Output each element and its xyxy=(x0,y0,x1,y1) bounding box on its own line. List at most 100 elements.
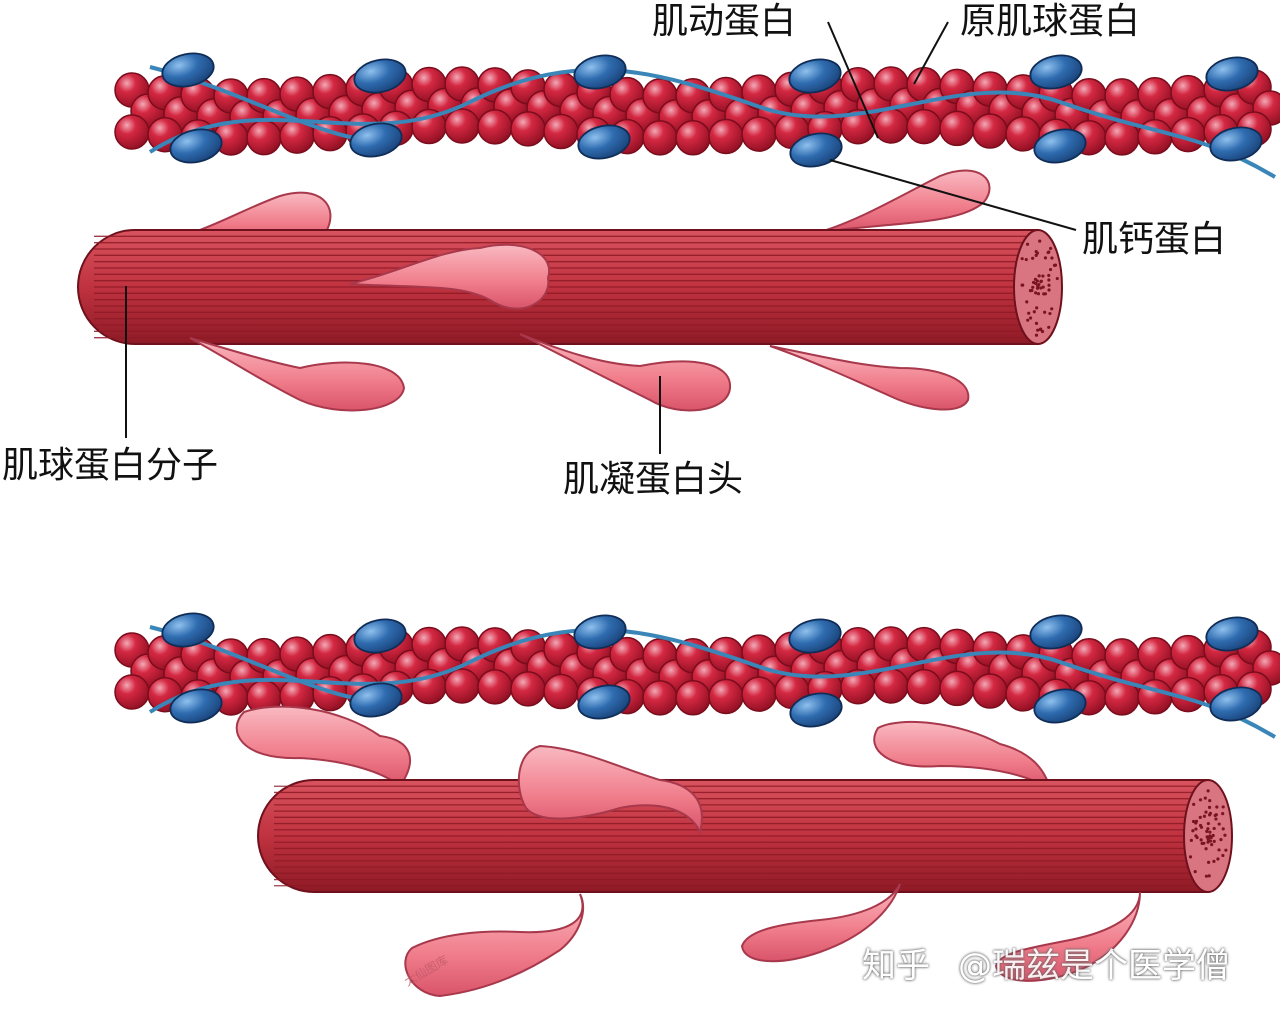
cap-texture xyxy=(1031,286,1034,289)
cap-texture xyxy=(1044,256,1047,259)
cap-texture xyxy=(1040,280,1043,283)
actin-bead xyxy=(973,114,1007,148)
actin-bead xyxy=(742,677,776,711)
actin-bead xyxy=(907,670,941,704)
cap-texture xyxy=(1039,328,1042,331)
cap-texture xyxy=(1041,274,1044,277)
actin-bead xyxy=(511,672,545,706)
actin-bead xyxy=(973,674,1007,708)
cap-texture xyxy=(1192,803,1195,806)
cap-texture xyxy=(1194,821,1197,824)
cap-texture xyxy=(1216,857,1219,860)
cap-texture xyxy=(1207,789,1210,792)
cap-texture xyxy=(1189,855,1192,858)
cap-texture xyxy=(1054,264,1057,267)
cap-texture xyxy=(1035,306,1038,309)
cap-texture xyxy=(1214,817,1217,820)
cap-texture xyxy=(1224,849,1227,852)
myosin-head xyxy=(237,707,410,786)
cap-texture xyxy=(1208,806,1211,809)
cap-texture xyxy=(1039,286,1042,289)
label-troponin: 肌钙蛋白 xyxy=(1082,222,1226,258)
cap-texture xyxy=(1200,826,1203,829)
cap-texture xyxy=(1029,316,1032,319)
actin-bead xyxy=(874,109,908,143)
cap-texture xyxy=(1215,805,1218,808)
cap-texture xyxy=(1047,326,1050,329)
cap-texture xyxy=(1035,322,1038,325)
actin-bead xyxy=(874,669,908,703)
cap-texture xyxy=(1209,812,1212,815)
cap-texture xyxy=(1208,799,1211,802)
cap-texture xyxy=(1194,870,1197,873)
cap-texture xyxy=(1026,319,1029,322)
cap-texture xyxy=(1043,311,1046,314)
myosin-head xyxy=(405,894,583,996)
cap-texture xyxy=(1210,843,1213,846)
actin-bead xyxy=(742,117,776,151)
cap-texture xyxy=(1207,861,1210,864)
cap-texture xyxy=(1208,831,1211,834)
label-myosin-head: 肌凝蛋白头 xyxy=(563,462,743,498)
cap-texture xyxy=(1047,274,1050,277)
cap-texture xyxy=(1027,312,1030,315)
cap-texture xyxy=(1034,278,1037,281)
actin-bead xyxy=(544,675,578,709)
cap-texture xyxy=(1218,822,1221,825)
cap-texture xyxy=(1047,288,1050,291)
cap-texture xyxy=(1044,292,1047,295)
label-tropomyosin: 原肌球蛋白 xyxy=(960,4,1140,40)
myosin-head xyxy=(520,334,730,410)
cap-texture xyxy=(1222,827,1225,830)
watermark-site: 知乎 xyxy=(862,938,930,987)
actin-bead xyxy=(940,671,974,705)
cap-texture xyxy=(1205,830,1208,833)
cap-texture xyxy=(1212,834,1215,837)
cap-texture xyxy=(1047,278,1050,281)
myosin-head xyxy=(770,346,968,410)
actin-bead xyxy=(445,669,479,703)
label-actin: 肌动蛋白 xyxy=(652,4,796,40)
cap-texture xyxy=(1204,847,1207,850)
actin-bead xyxy=(907,110,941,144)
cap-texture xyxy=(1036,251,1039,254)
cap-texture xyxy=(1049,268,1052,271)
cap-texture xyxy=(1025,258,1028,261)
cap-texture xyxy=(1056,277,1059,280)
cap-texture xyxy=(1021,257,1024,260)
cap-texture xyxy=(1221,812,1224,815)
cap-texture xyxy=(1025,300,1028,303)
myosin-head xyxy=(874,722,1050,788)
cap-texture xyxy=(1212,860,1215,863)
actin-bead xyxy=(115,115,149,149)
cap-texture xyxy=(1201,842,1204,845)
actin-bead xyxy=(247,121,281,155)
cap-texture xyxy=(1213,840,1216,843)
cap-texture xyxy=(1214,814,1217,817)
thick-filament-top xyxy=(78,170,1062,410)
cap-texture xyxy=(1196,836,1199,839)
cap-texture xyxy=(1190,839,1193,842)
cap-texture xyxy=(1047,251,1050,254)
actin-bead xyxy=(544,115,578,149)
actin-bead xyxy=(709,119,743,153)
cap-texture xyxy=(1050,256,1053,259)
thin-filament-top xyxy=(115,49,1280,177)
cap-texture xyxy=(1199,798,1202,801)
cap-texture xyxy=(1219,838,1222,841)
cap-texture xyxy=(1049,247,1052,250)
cap-texture xyxy=(1199,816,1202,819)
cap-texture xyxy=(1205,875,1208,878)
label-myosin-molecule: 肌球蛋白分子 xyxy=(2,448,218,484)
actin-bead xyxy=(511,112,545,146)
actin-bead xyxy=(709,679,743,713)
cap-texture xyxy=(1038,274,1041,277)
cap-texture xyxy=(1048,312,1051,315)
cap-texture xyxy=(1050,307,1053,310)
actin-bead xyxy=(445,109,479,143)
cap-texture xyxy=(1031,257,1034,260)
cap-texture xyxy=(1213,827,1216,830)
cap-texture xyxy=(1035,334,1038,337)
